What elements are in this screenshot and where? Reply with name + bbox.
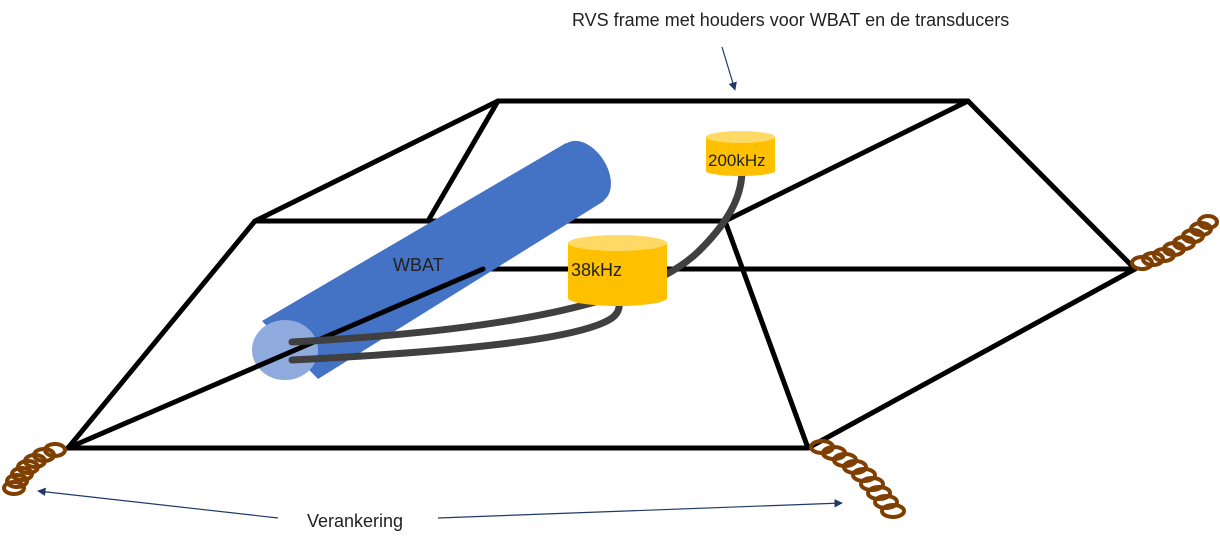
anchor-chain-right: [1130, 214, 1219, 271]
frame-lower-structure: [65, 218, 1138, 451]
wbat-label: WBAT: [393, 255, 444, 275]
transducer-200khz: 200kHz: [706, 131, 775, 176]
anchoring-label: Verankering: [307, 511, 403, 531]
anchor-chain-middle: [809, 439, 906, 519]
anchoring-arrow-left: [37, 487, 279, 519]
frame-upper-structure: [252, 98, 1138, 272]
transducer-38khz: 38kHz: [568, 235, 667, 306]
anchor-chain-left: [2, 442, 67, 496]
frame-note-arrow: [721, 46, 737, 91]
wbat-end-cap: [252, 320, 318, 380]
frame-note-label: RVS frame met houders voor WBAT en de tr…: [572, 10, 1009, 30]
anchoring-arrow-right: [437, 499, 843, 519]
cable-38khz: [288, 296, 623, 364]
wbat-cylinder: WBAT: [252, 140, 611, 380]
transducer-200khz-label: 200kHz: [708, 151, 766, 170]
transducer-38khz-label: 38kHz: [571, 260, 622, 280]
